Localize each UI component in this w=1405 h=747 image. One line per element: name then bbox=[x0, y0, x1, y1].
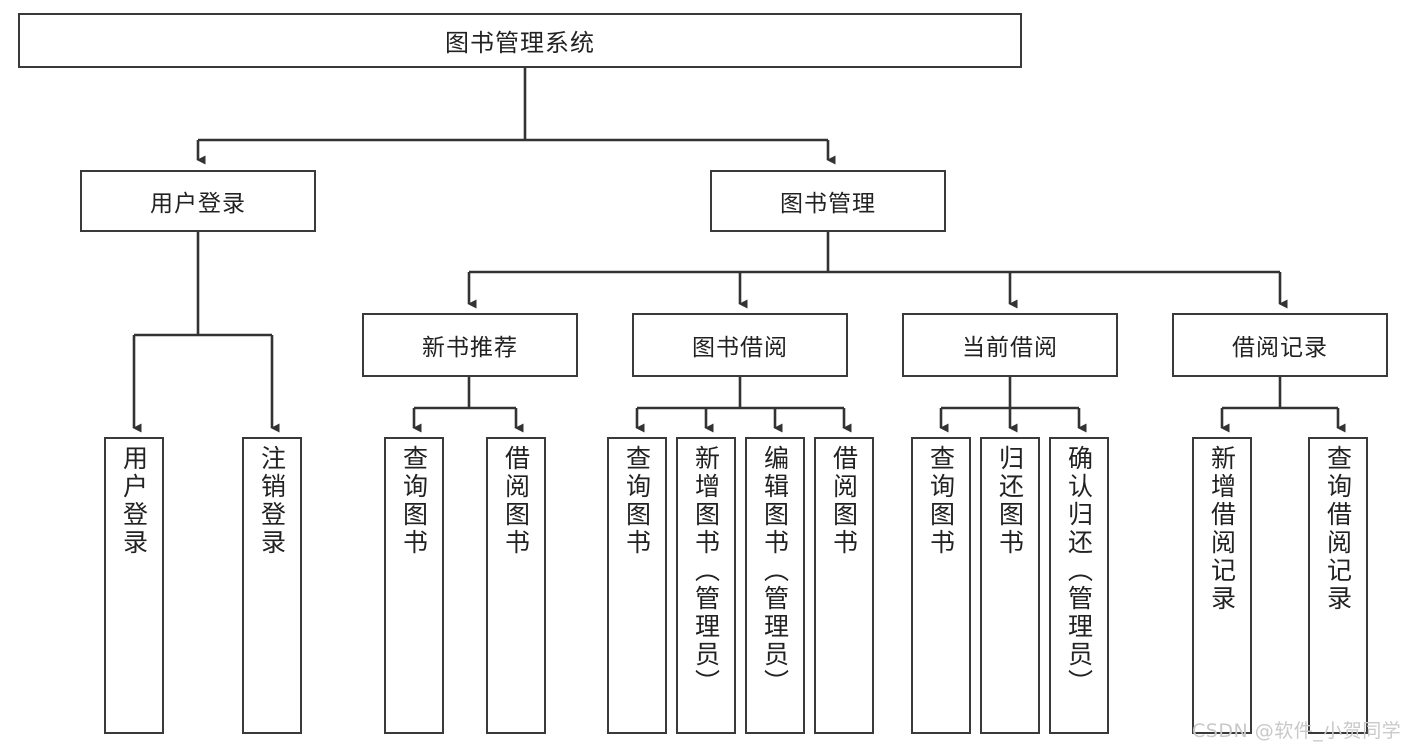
leaf-borrow-query-book[interactable]: 查询图书 bbox=[607, 437, 667, 734]
leaf-current-confirm-return[interactable]: 确认归还（管理员） bbox=[1049, 437, 1109, 734]
leaf-label: 新增借阅记录 bbox=[1207, 445, 1237, 613]
node-root-label: 图书管理系统 bbox=[445, 29, 595, 57]
watermark: CSDN @软件_小贺同学 bbox=[1192, 720, 1402, 742]
leaf-user-login-signin[interactable]: 用户登录 bbox=[104, 437, 164, 734]
node-current-borrow[interactable]: 当前借阅 bbox=[902, 313, 1118, 377]
leaf-user-login-signout[interactable]: 注销登录 bbox=[242, 437, 302, 734]
node-book-borrow[interactable]: 图书借阅 bbox=[632, 313, 848, 377]
leaf-current-return-book[interactable]: 归还图书 bbox=[980, 437, 1040, 734]
leaf-label: 新增图书（管理员） bbox=[691, 445, 721, 697]
leaf-borrow-edit-book[interactable]: 编辑图书（管理员） bbox=[745, 437, 805, 734]
leaf-label: 注销登录 bbox=[257, 445, 287, 557]
node-user-login[interactable]: 用户登录 bbox=[80, 170, 316, 232]
leaf-label: 查询图书 bbox=[926, 445, 956, 557]
leaf-label: 用户登录 bbox=[119, 445, 149, 557]
leaf-borrow-borrow-book[interactable]: 借阅图书 bbox=[814, 437, 874, 734]
leaf-label: 查询图书 bbox=[622, 445, 652, 557]
leaf-label: 借阅图书 bbox=[501, 445, 531, 557]
leaf-new-book-borrow[interactable]: 借阅图书 bbox=[486, 437, 546, 734]
leaf-current-query-book[interactable]: 查询图书 bbox=[911, 437, 971, 734]
node-borrow-record[interactable]: 借阅记录 bbox=[1172, 313, 1388, 377]
node-current-borrow-label: 当前借阅 bbox=[962, 335, 1058, 361]
leaf-label: 编辑图书（管理员） bbox=[760, 445, 790, 697]
leaf-new-book-query[interactable]: 查询图书 bbox=[384, 437, 444, 734]
leaf-label: 查询借阅记录 bbox=[1323, 445, 1353, 613]
leaf-record-query[interactable]: 查询借阅记录 bbox=[1308, 437, 1368, 734]
node-root[interactable]: 图书管理系统 bbox=[18, 13, 1022, 68]
leaf-label: 确认归还（管理员） bbox=[1064, 445, 1094, 697]
leaf-label: 借阅图书 bbox=[829, 445, 859, 557]
node-new-book-recommend-label: 新书推荐 bbox=[422, 335, 518, 361]
leaf-record-add[interactable]: 新增借阅记录 bbox=[1192, 437, 1252, 734]
node-book-management[interactable]: 图书管理 bbox=[710, 170, 946, 232]
leaf-borrow-add-book[interactable]: 新增图书（管理员） bbox=[676, 437, 736, 734]
leaf-label: 查询图书 bbox=[399, 445, 429, 557]
node-book-borrow-label: 图书借阅 bbox=[692, 335, 788, 361]
node-borrow-record-label: 借阅记录 bbox=[1232, 335, 1328, 361]
node-user-login-label: 用户登录 bbox=[150, 191, 246, 217]
node-new-book-recommend[interactable]: 新书推荐 bbox=[362, 313, 578, 377]
leaf-label: 归还图书 bbox=[995, 445, 1025, 557]
node-book-management-label: 图书管理 bbox=[780, 191, 876, 217]
